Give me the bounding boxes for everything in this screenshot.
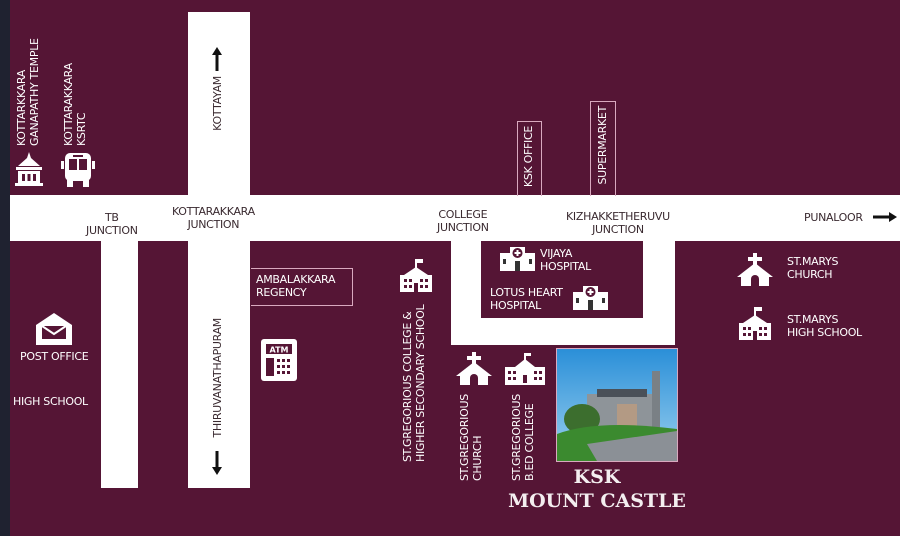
high-school-label: HIGH SCHOOL xyxy=(13,395,88,408)
left-edge xyxy=(0,0,10,536)
college-icon xyxy=(505,353,545,385)
bus-icon xyxy=(61,151,95,188)
arrow-down-icon xyxy=(212,451,222,475)
arrow-up-icon xyxy=(212,47,222,71)
church-icon xyxy=(456,352,492,385)
school-icon xyxy=(398,259,434,292)
college-loop-right xyxy=(643,240,675,345)
school-icon xyxy=(737,307,773,340)
temple-icon xyxy=(14,152,44,187)
thiruvananthapuram-label: THIRUVANATHAPURAM xyxy=(211,318,224,438)
kottayam-label: KOTTAYAM xyxy=(211,76,224,131)
post-office-label: POST OFFICE xyxy=(20,350,89,363)
arrow-right-icon xyxy=(873,212,897,222)
supermarket-box xyxy=(590,101,616,196)
tb-road xyxy=(101,240,138,488)
post-office-icon xyxy=(36,313,72,345)
ambalakkara-box xyxy=(251,268,353,306)
punaloor-label: PUNALOOR xyxy=(804,211,863,224)
college-loop-bottom xyxy=(451,318,675,345)
atm-text: ATM xyxy=(270,346,289,355)
hospital-icon xyxy=(573,284,608,310)
ksk-office-label: KSK OFFICE xyxy=(522,126,535,188)
hospital-icon xyxy=(500,245,535,271)
kottayam-road xyxy=(188,12,250,488)
ksk-office-box xyxy=(517,121,542,196)
main-road xyxy=(10,195,900,241)
ksk-mount-castle-photo xyxy=(556,348,678,462)
st-gregorious-college-label: ST.GREGORIOUS COLLEGE &HIGHER SECONDARY … xyxy=(401,304,427,462)
atm-icon: ATM xyxy=(261,339,297,381)
church-icon xyxy=(737,253,773,286)
supermarket-label: SUPERMARKET xyxy=(596,106,609,185)
